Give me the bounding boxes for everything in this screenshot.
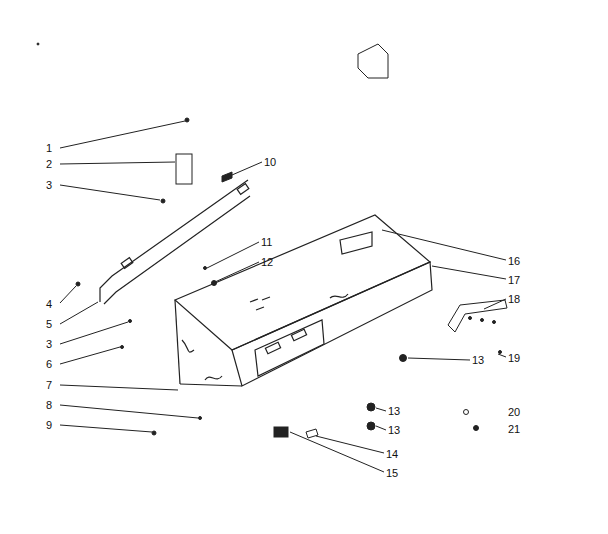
callout-number: 7 [46,379,52,391]
callout-number: 21 [508,423,520,435]
small-parts [37,43,507,438]
leader-lines [60,121,506,472]
callout-number: 17 [508,274,520,286]
callout-number: 16 [508,255,520,267]
chassis [100,180,432,386]
callout-number: 2 [46,158,52,170]
callout-number: 13 [388,405,400,417]
callout-number: 13 [388,424,400,436]
callout-number: 11 [261,236,272,248]
callout-number: 20 [508,406,520,418]
callout-number: 12 [261,256,273,268]
callout-number: 9 [46,419,52,431]
callout-number: 6 [46,358,52,370]
callout-number: 19 [508,352,520,364]
callout-number: 4 [46,298,52,310]
callout-number: 5 [46,318,52,330]
callout-number: 13 [472,354,484,366]
callout-number: 10 [264,156,276,168]
callout-number: 8 [46,399,52,411]
callout-number: 1 [46,142,52,154]
callout-number: 18 [508,293,520,305]
callout-number: 3 [46,338,52,350]
callout-number: 15 [386,467,398,479]
callout-number: 3 [46,179,52,191]
callout-number: 14 [386,448,398,460]
